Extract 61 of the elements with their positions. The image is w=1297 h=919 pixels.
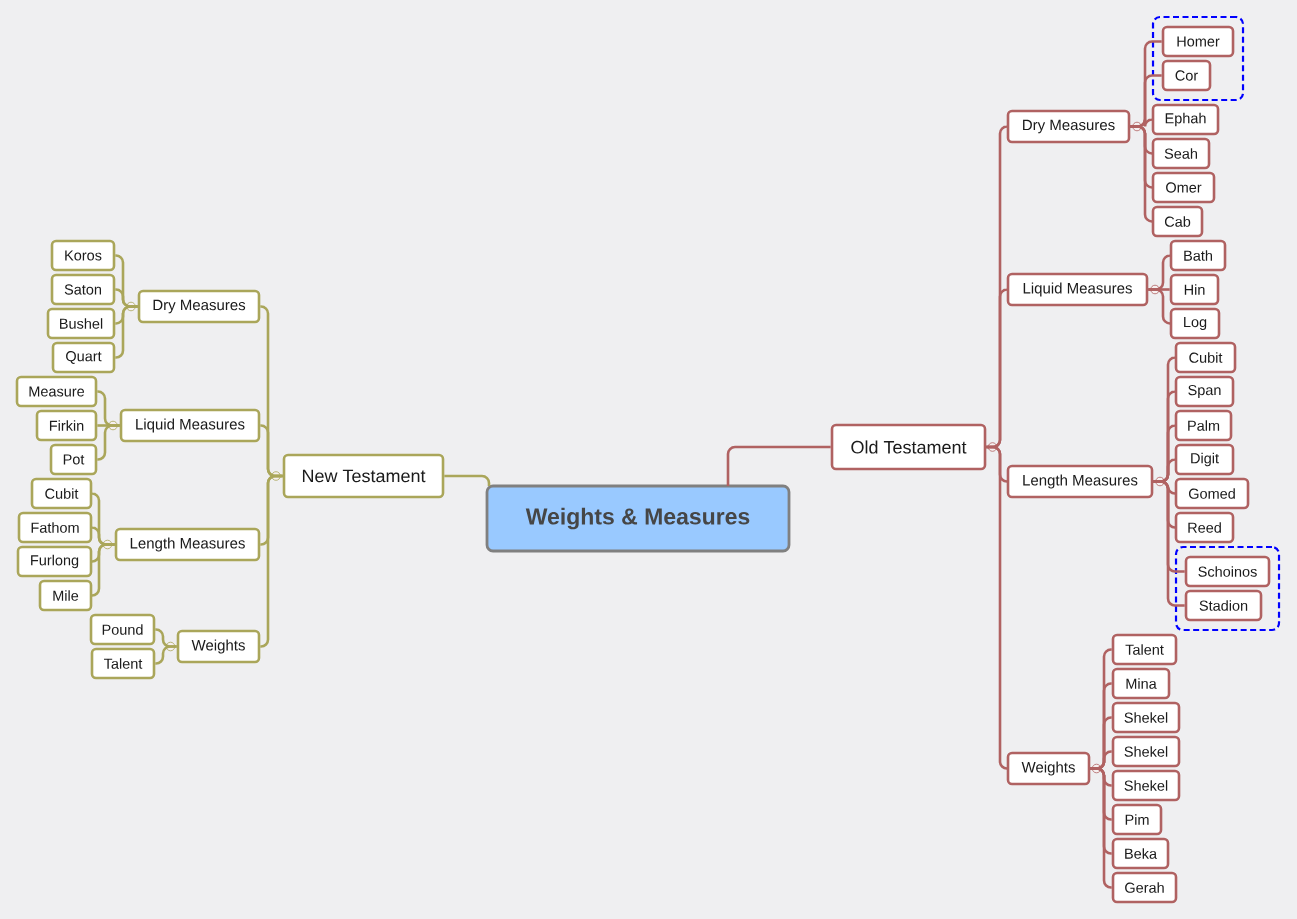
item-box: Furlong — [16, 545, 93, 578]
branch-line — [1148, 288, 1172, 325]
item-box: Cubit — [30, 477, 93, 510]
item-box: Cab — [1151, 205, 1204, 238]
item-box: Bushel — [46, 307, 116, 340]
subtopic-box: Length Measures — [1006, 464, 1154, 499]
item-box: Schoinos — [1184, 555, 1271, 588]
item-box: Cubit — [1174, 341, 1237, 374]
item-box: Saton — [50, 273, 116, 306]
subtopic-box: Dry Measures — [137, 289, 261, 324]
item-box: Palm — [1174, 409, 1233, 442]
branch-line — [96, 424, 120, 461]
subtopic-box: Weights — [1006, 751, 1091, 786]
item-box: Talent — [90, 647, 156, 680]
item-box: Mile — [38, 579, 93, 612]
item-box: Ephah — [1151, 103, 1220, 136]
main-topic-box: New Testament — [282, 453, 445, 499]
item-box: Pound — [89, 613, 156, 646]
item-box: Shekel — [1111, 701, 1181, 734]
main-topic-box: Old Testament — [830, 423, 987, 471]
subtopic-box: Liquid Measures — [1006, 272, 1149, 307]
item-box: Firkin — [35, 409, 98, 442]
item-box: Reed — [1174, 511, 1235, 544]
item-box: Mina — [1111, 667, 1171, 700]
item-box: Koros — [50, 239, 116, 272]
item-box: Hin — [1169, 273, 1220, 306]
group-boundary — [1174, 545, 1281, 632]
item-box: Shekel — [1111, 735, 1181, 768]
item-box: Gerah — [1111, 871, 1178, 904]
item-box: Log — [1169, 307, 1221, 340]
branch-line — [114, 305, 138, 359]
item-box: Cor — [1161, 59, 1212, 92]
branch-line — [1130, 125, 1154, 223]
subtopic-box: Length Measures — [114, 527, 261, 562]
branch-line — [726, 445, 831, 486]
item-box: Shekel — [1111, 769, 1181, 802]
branch-line — [90, 543, 115, 597]
item-box: Omer — [1151, 171, 1216, 204]
item-box: Quart — [51, 341, 116, 374]
subtopic-box: Liquid Measures — [119, 408, 261, 443]
item-box: Pim — [1111, 803, 1163, 836]
item-box: Homer — [1161, 25, 1235, 58]
item-box: Fathom — [17, 511, 93, 544]
item-box: Talent — [1111, 633, 1178, 666]
item-box: Gomed — [1174, 477, 1250, 510]
item-box: Measure — [15, 375, 98, 408]
branch-line — [259, 474, 283, 648]
item-box: Seah — [1151, 137, 1211, 170]
subtopic-box: Dry Measures — [1006, 109, 1131, 144]
group-boundary — [1151, 15, 1245, 102]
item-box: Stadion — [1184, 589, 1263, 622]
branch-line — [986, 445, 1009, 770]
item-box: Span — [1174, 375, 1235, 408]
item-box: Digit — [1174, 443, 1235, 476]
item-box: Pot — [49, 443, 98, 476]
item-box: Beka — [1111, 837, 1170, 870]
branch-line — [1090, 767, 1113, 889]
branch-line — [154, 645, 177, 665]
subtopic-box: Weights — [176, 629, 261, 664]
item-box: Bath — [1169, 239, 1227, 272]
central-topic-box: Weights & Measures — [485, 484, 791, 553]
